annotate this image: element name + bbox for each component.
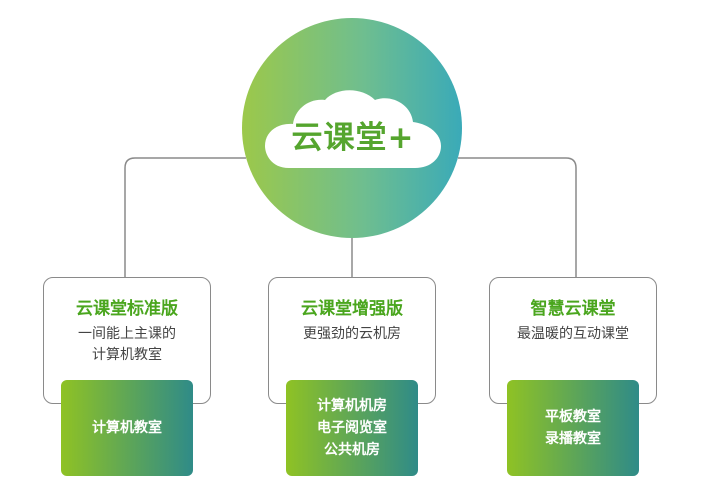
card-description-line: 最温暖的互动课堂: [517, 326, 629, 342]
tag-box-standard: 计算机教室: [61, 380, 193, 476]
card-description: 最温暖的互动课堂: [490, 324, 656, 345]
card-title: 云课堂标准版: [76, 299, 178, 319]
card-title: 云课堂增强版: [301, 299, 403, 319]
tag-item: 计算机教室: [92, 420, 162, 436]
card-title: 智慧云课堂: [530, 299, 616, 319]
card-description-line: 一间能上主课的: [78, 326, 176, 342]
cloud-icon: [265, 90, 441, 168]
tag-box-smart: 平板教室 录播教室: [507, 380, 639, 476]
card-description: 一间能上主课的 计算机教室: [44, 324, 210, 366]
card-description-line: 更强劲的云机房: [303, 326, 401, 342]
tag-item: 公共机房: [324, 442, 380, 458]
hub-title: 云课堂+: [291, 120, 415, 156]
tag-box-enhanced: 计算机机房 电子阅览室 公共机房: [286, 380, 418, 476]
card-description: 更强劲的云机房: [269, 324, 435, 345]
tag-item: 计算机机房: [317, 398, 387, 414]
card-description-line: 计算机教室: [92, 347, 162, 363]
tag-item: 录播教室: [545, 431, 601, 447]
tag-item: 平板教室: [545, 409, 601, 425]
tag-item: 电子阅览室: [317, 420, 387, 436]
